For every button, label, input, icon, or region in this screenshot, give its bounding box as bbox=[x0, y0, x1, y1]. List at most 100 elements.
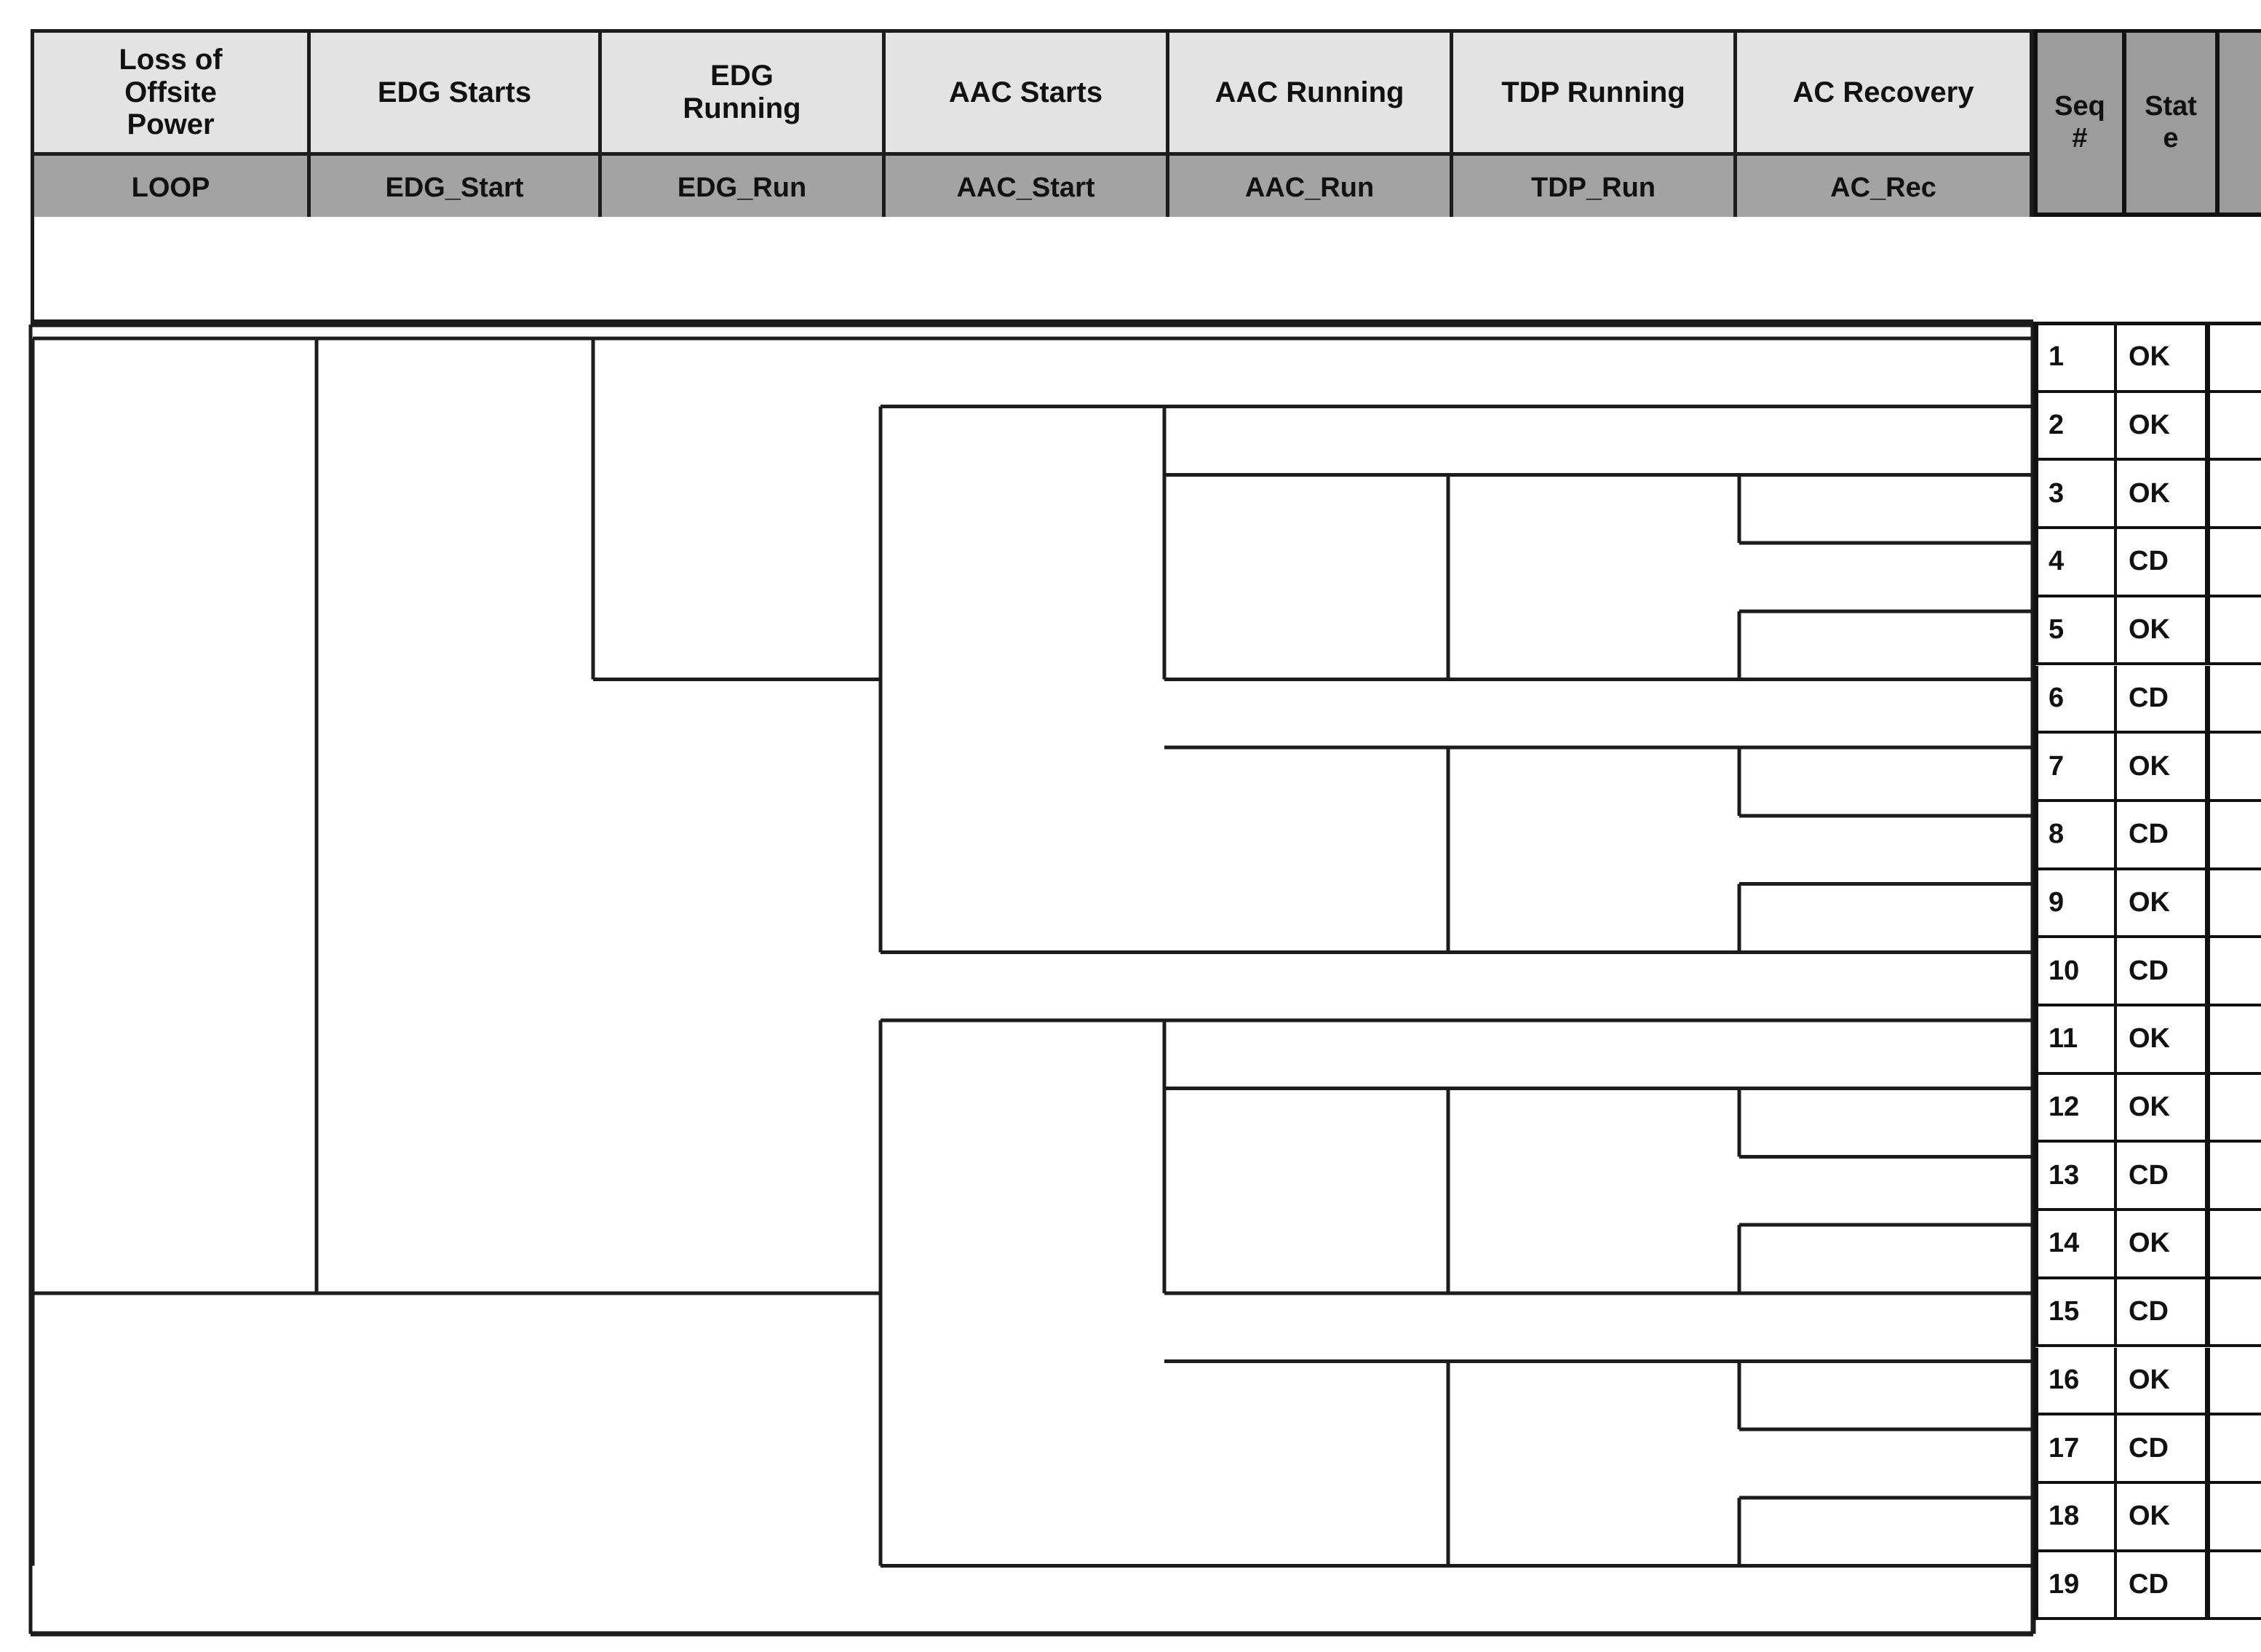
sequence-end-state: OK bbox=[2117, 1483, 2210, 1549]
header-meta-column-seq#[interactable]: Seq# bbox=[2033, 29, 2122, 217]
seq-grid-top-rule bbox=[2033, 322, 2261, 325]
sequence-extra-cell bbox=[2210, 1006, 2261, 1072]
function-id-edg_run: EDG_Run bbox=[602, 152, 882, 221]
sequence-number: 19 bbox=[2033, 1552, 2117, 1618]
function-label-edg_start: EDG Starts bbox=[311, 33, 598, 152]
sequence-number: 3 bbox=[2033, 461, 2117, 527]
sequence-extra-cell bbox=[2210, 666, 2261, 731]
sequence-extra-cell bbox=[2210, 870, 2261, 936]
sequence-number: 8 bbox=[2033, 801, 2117, 867]
sequence-number: 10 bbox=[2033, 938, 2117, 1004]
function-label-tdp_run: TDP Running bbox=[1453, 33, 1733, 152]
sequence-end-state: CD bbox=[2117, 1279, 2210, 1345]
function-id-loop: LOOP bbox=[34, 152, 307, 221]
function-id-aac_start: AAC_Start bbox=[886, 152, 1166, 221]
sequence-end-state: OK bbox=[2117, 1074, 2210, 1140]
sequence-end-state: CD bbox=[2117, 801, 2210, 867]
function-label-aac_run: AAC Running bbox=[1169, 33, 1450, 152]
sequence-number: 13 bbox=[2033, 1143, 2117, 1209]
sequence-number: 1 bbox=[2033, 325, 2117, 390]
sequence-end-state: OK bbox=[2117, 325, 2210, 390]
header-spacer-band bbox=[31, 217, 2033, 325]
sequence-number: 5 bbox=[2033, 597, 2117, 663]
sequence-number: 7 bbox=[2033, 734, 2117, 799]
header-meta-column-extra[interactable] bbox=[2215, 29, 2261, 217]
sequence-end-state: OK bbox=[2117, 461, 2210, 527]
sequence-extra-cell bbox=[2210, 461, 2261, 526]
sequence-extra-cell bbox=[2210, 1484, 2261, 1549]
meta-header-line: # bbox=[2072, 122, 2088, 154]
sequence-number: 4 bbox=[2033, 529, 2117, 595]
sequence-number: 17 bbox=[2033, 1415, 2117, 1481]
sequence-extra-cell bbox=[2210, 325, 2261, 390]
sequence-end-state: OK bbox=[2117, 734, 2210, 799]
sequence-extra-cell bbox=[2210, 734, 2261, 799]
sequence-number: 18 bbox=[2033, 1483, 2117, 1549]
sequence-end-state: CD bbox=[2117, 938, 2210, 1004]
sequence-extra-cell bbox=[2210, 529, 2261, 595]
meta-header-line: e bbox=[2163, 122, 2179, 154]
sequence-extra-cell bbox=[2210, 393, 2261, 458]
sequence-end-state: OK bbox=[2117, 870, 2210, 936]
sequence-end-state: CD bbox=[2117, 1552, 2210, 1618]
function-id-edg_start: EDG_Start bbox=[311, 152, 598, 221]
sequence-end-state: OK bbox=[2117, 392, 2210, 458]
sequence-number: 16 bbox=[2033, 1347, 2117, 1413]
sequence-extra-cell bbox=[2210, 1211, 2261, 1276]
sequence-extra-cell bbox=[2210, 597, 2261, 663]
sequence-number: 11 bbox=[2033, 1006, 2117, 1072]
sequence-end-state: CD bbox=[2117, 1143, 2210, 1209]
function-label-ac_rec: AC Recovery bbox=[1737, 33, 2030, 152]
sequence-number: 6 bbox=[2033, 665, 2117, 731]
function-id-aac_run: AAC_Run bbox=[1169, 152, 1450, 221]
sequence-extra-cell bbox=[2210, 1279, 2261, 1345]
sequence-end-state: CD bbox=[2117, 529, 2210, 595]
sequence-extra-cell bbox=[2210, 1348, 2261, 1413]
sequence-number: 9 bbox=[2033, 870, 2117, 936]
sequence-number: 12 bbox=[2033, 1074, 2117, 1140]
sequence-end-state: CD bbox=[2117, 665, 2210, 731]
sequence-end-state: OK bbox=[2117, 1347, 2210, 1413]
sequence-extra-cell bbox=[2210, 938, 2261, 1004]
sequence-number: 14 bbox=[2033, 1211, 2117, 1276]
sequence-extra-cell bbox=[2210, 1075, 2261, 1140]
sequence-number: 2 bbox=[2033, 392, 2117, 458]
sequence-end-state: OK bbox=[2117, 1211, 2210, 1276]
meta-header-line: Stat bbox=[2145, 90, 2197, 122]
sequence-number: 15 bbox=[2033, 1279, 2117, 1345]
function-label-aac_start: AAC Starts bbox=[886, 33, 1166, 152]
sequence-extra-cell bbox=[2210, 802, 2261, 867]
